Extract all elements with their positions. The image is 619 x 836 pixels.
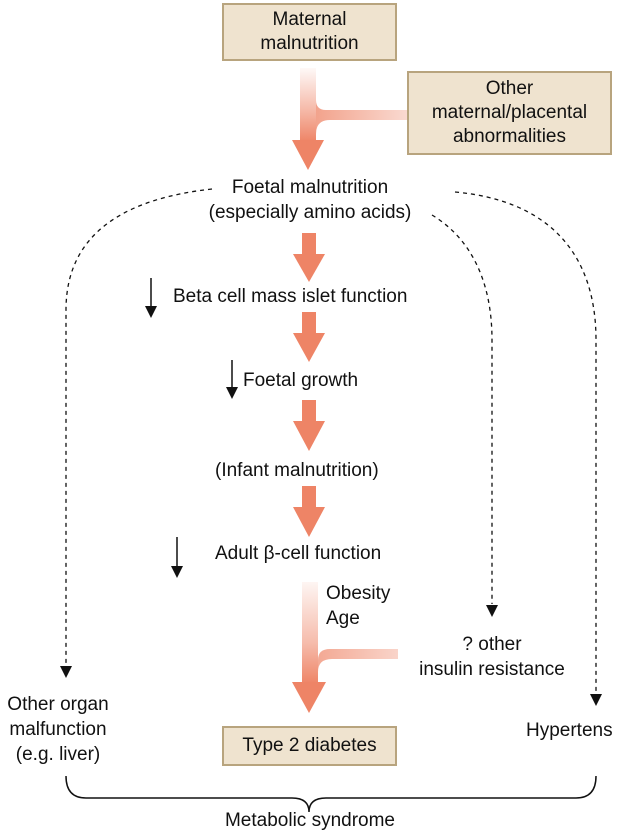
foetal-malnutrition-label: Foetal malnutrition (especially amino ac… (190, 175, 430, 225)
other-organ-line1: Other organ (7, 694, 109, 715)
other-abnormalities-line1: Other (485, 78, 534, 99)
foetal-growth-label: Foetal growth (243, 370, 359, 391)
arrow-beta-to-growth (293, 312, 325, 362)
infant-malnutrition-label: (Infant malnutrition) (215, 460, 379, 481)
insulin-resistance-line2: insulin resistance (419, 659, 565, 680)
age-label: Age (326, 608, 360, 629)
decrease-arrow-adult (171, 537, 183, 578)
metabolic-syndrome-label: Metabolic syndrome (224, 810, 396, 831)
arrow-maternal-to-foetal (292, 68, 408, 170)
arrow-growth-to-infant (293, 400, 325, 451)
maternal-malnutrition-line2: malnutrition (260, 33, 359, 54)
decrease-arrow-growth (226, 360, 238, 399)
maternal-malnutrition-line1: Maternal (272, 9, 347, 30)
dashed-to-other-organ (60, 188, 213, 678)
obesity-age-label: Obesity Age (326, 581, 390, 631)
arrow-adult-to-diabetes (292, 582, 398, 713)
other-abnormalities-box: Other maternal/placental abnormalities (407, 71, 612, 155)
other-organ-line3: (e.g. liver) (15, 744, 101, 765)
maternal-malnutrition-box: Maternal malnutrition (222, 3, 397, 61)
beta-cell-mass-label: Beta cell mass islet function (173, 286, 408, 307)
foetal-malnutrition-line2: (especially amino acids) (208, 202, 412, 223)
dashed-to-insulin-resistance (431, 214, 498, 617)
foetal-malnutrition-line1: Foetal malnutrition (231, 177, 389, 198)
type2-diabetes-box: Type 2 diabetes (222, 726, 397, 766)
insulin-resistance-label: ? other insulin resistance (400, 632, 584, 682)
decrease-arrow-beta (145, 278, 157, 318)
hypertension-label: Hypertens (526, 720, 613, 741)
other-abnormalities-line3: abnormalities (452, 126, 566, 147)
obesity-label: Obesity (326, 583, 391, 604)
insulin-resistance-line1: ? other (462, 634, 522, 655)
arrow-foetal-to-beta (293, 233, 325, 282)
arrow-infant-to-adult (293, 486, 325, 537)
other-organ-label: Other organ malfunction (e.g. liver) (0, 692, 116, 767)
dashed-to-hypertension (454, 191, 602, 706)
metabolic-syndrome-brace (65, 775, 597, 813)
type2-diabetes-label: Type 2 diabetes (242, 735, 377, 756)
other-organ-line2: malfunction (9, 719, 107, 740)
adult-beta-cell-label: Adult β-cell function (215, 543, 382, 564)
other-abnormalities-line2: maternal/placental (431, 102, 588, 123)
